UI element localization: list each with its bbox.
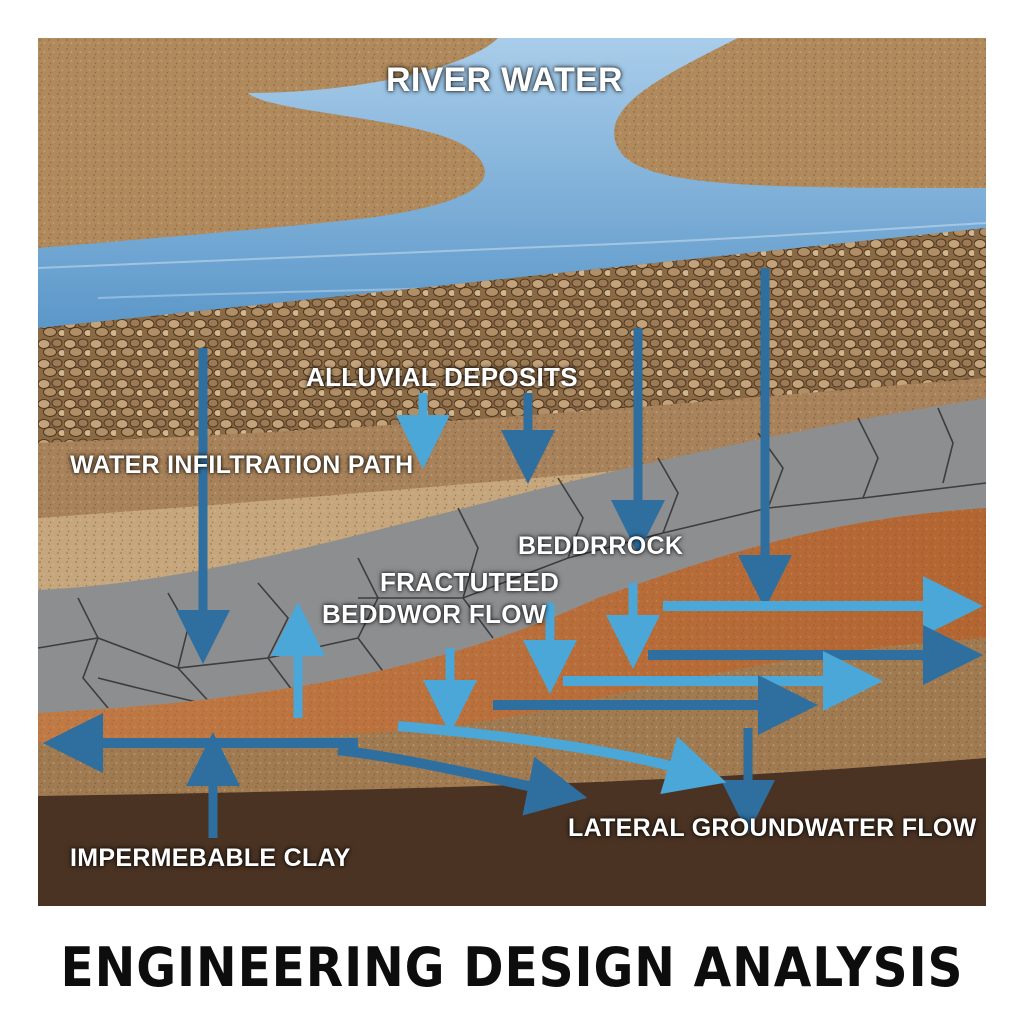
label-bedrock: BEDDRROCK [518, 532, 684, 560]
lateral-flow-arrow [337, 745, 588, 816]
label-fractured-bedrock-line2: BEDDWOR FLOW [322, 599, 547, 629]
label-impermeable-clay: IMPERMEBABLE CLAY [70, 844, 351, 872]
label-river-water: RIVER WATER [386, 61, 623, 99]
lateral-flow-arrow [397, 721, 727, 794]
label-fractured-bedrock-line1: FRACTUTEED [380, 567, 560, 597]
label-water-infiltration-path: WATER INFILTRATION PATH [70, 451, 414, 479]
page-title: ENGINEERING DESIGN ANALYSIS [60, 936, 964, 999]
cross-section-diagram [38, 38, 986, 906]
label-alluvial-deposits: ALLUVIAL DEPOSITS [306, 362, 578, 392]
label-lateral-groundwater-flow: LATERAL GROUNDWATER FLOW [568, 814, 977, 842]
